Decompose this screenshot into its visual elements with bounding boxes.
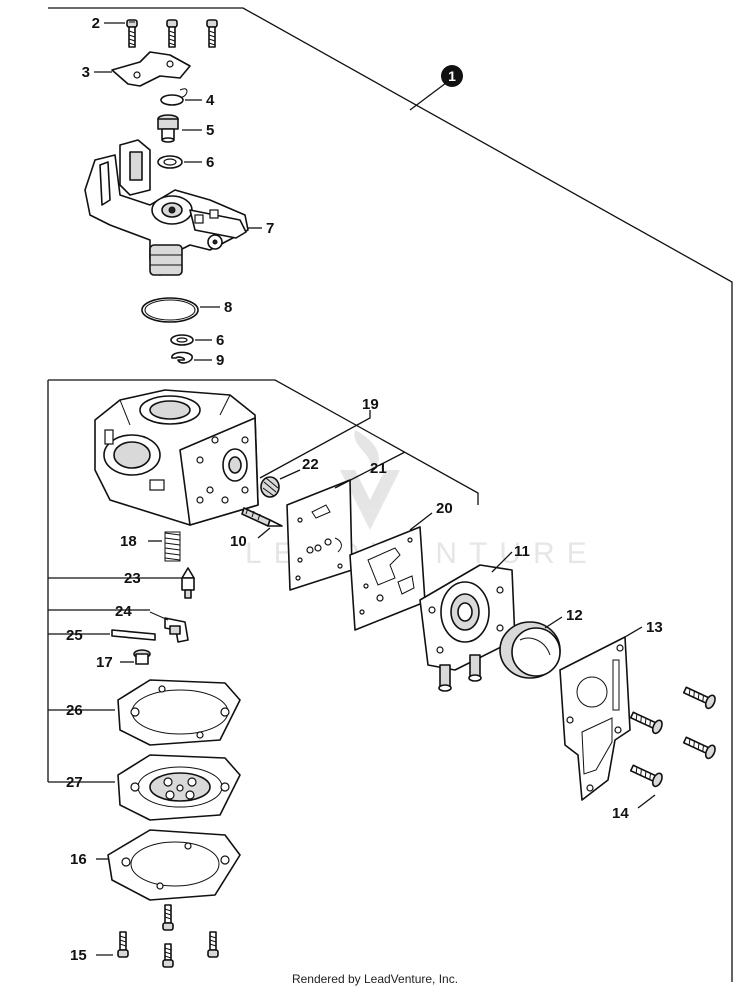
screw-part-15 xyxy=(117,904,219,968)
label-18: 18 xyxy=(120,533,137,550)
plate-part-3 xyxy=(111,51,191,87)
screw-part-2 xyxy=(126,19,218,48)
diaphragm-part-27 xyxy=(117,754,241,821)
label-9: 9 xyxy=(216,352,224,369)
cover-plate-part-13 xyxy=(559,636,631,801)
ring-part-4 xyxy=(160,94,184,106)
pin-part-25 xyxy=(111,629,156,641)
label-10: 10 xyxy=(230,533,247,550)
label-4: 4 xyxy=(206,92,215,109)
label-21: 21 xyxy=(370,460,387,477)
lever-housing-part-7 xyxy=(84,139,249,276)
screw-part-17 xyxy=(133,649,151,665)
label-6-top: 6 xyxy=(206,154,214,171)
label-14: 14 xyxy=(612,805,629,822)
leader-1 xyxy=(409,79,451,111)
control-lever-part-24 xyxy=(149,611,189,643)
primer-bulb-part-12 xyxy=(499,621,561,679)
label-26: 26 xyxy=(66,702,83,719)
carburetor-body xyxy=(94,389,259,526)
label-6-bottom: 6 xyxy=(216,332,224,349)
pump-cover-part-11 xyxy=(419,564,516,692)
label-11: 11 xyxy=(514,543,530,560)
label-16: 16 xyxy=(70,851,87,868)
label-1: 1 xyxy=(448,68,456,84)
label-8: 8 xyxy=(224,299,232,316)
leader-10 xyxy=(257,527,271,539)
spring-part-18 xyxy=(164,531,181,562)
gasket-part-26 xyxy=(117,679,241,746)
label-13: 13 xyxy=(646,619,663,636)
label-15: 15 xyxy=(70,947,87,964)
label-25: 25 xyxy=(66,627,83,644)
label-20: 20 xyxy=(436,500,453,517)
label-23: 23 xyxy=(124,570,141,587)
label-5: 5 xyxy=(206,122,214,139)
leader-13 xyxy=(624,626,643,638)
label-2: 2 xyxy=(92,15,100,32)
leader-21 xyxy=(334,451,406,489)
needle-part-10 xyxy=(241,507,283,527)
label-24: 24 xyxy=(115,603,132,620)
watermark-logo xyxy=(340,430,400,530)
leader-19 xyxy=(259,410,371,479)
gasket-part-21 xyxy=(286,479,353,591)
label-12: 12 xyxy=(566,607,583,624)
label-19: 19 xyxy=(362,396,379,413)
footer-credit: Rendered by LeadVenture, Inc. xyxy=(291,972,459,986)
assembly-badge xyxy=(441,65,463,87)
label-27: 27 xyxy=(66,774,83,791)
assembly-outline xyxy=(48,7,733,982)
label-22: 22 xyxy=(302,456,319,473)
clip-part-9 xyxy=(171,351,193,364)
leader-11 xyxy=(491,551,513,573)
label-17: 17 xyxy=(96,654,113,671)
leader-20 xyxy=(409,512,433,531)
leader-12 xyxy=(544,616,563,629)
oring-part-8 xyxy=(141,297,199,323)
label-3: 3 xyxy=(82,64,90,81)
subassembly-outline xyxy=(48,379,479,505)
screw-part-14 xyxy=(629,686,716,788)
gasket-part-16 xyxy=(107,829,241,901)
leader-22 xyxy=(279,469,301,480)
leader-14 xyxy=(637,794,656,809)
inlet-needle-part-23 xyxy=(181,567,195,599)
needle-part-5 xyxy=(157,114,179,143)
label-7: 7 xyxy=(266,220,274,237)
